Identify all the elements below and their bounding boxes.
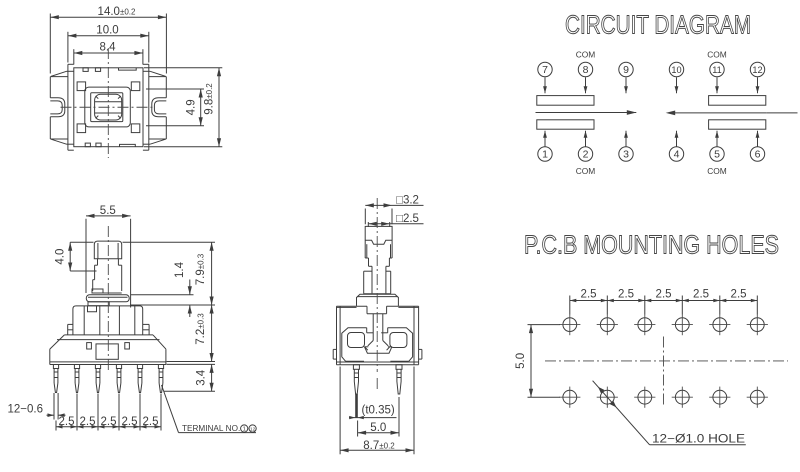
svg-text:2.5: 2.5 (693, 288, 709, 300)
svg-text:2: 2 (583, 149, 589, 161)
svg-text:7: 7 (542, 64, 548, 76)
svg-text:COM: COM (576, 166, 596, 176)
svg-text:9.8±0.2: 9.8±0.2 (204, 83, 216, 115)
svg-text:12−0.6: 12−0.6 (8, 403, 44, 415)
svg-text:P.C.B MOUNTING HOLES: P.C.B MOUNTING HOLES (524, 232, 779, 260)
svg-text:14.0±0.2: 14.0±0.2 (98, 6, 136, 18)
svg-text:1: 1 (542, 149, 548, 161)
svg-text:9: 9 (623, 64, 629, 76)
svg-text:5.0: 5.0 (370, 422, 386, 434)
svg-text:3.4: 3.4 (196, 369, 208, 386)
svg-text:8.4: 8.4 (100, 42, 117, 54)
svg-text:5: 5 (714, 149, 720, 161)
svg-text:1: 1 (243, 427, 246, 433)
svg-text:4.0: 4.0 (55, 249, 67, 265)
svg-text:7.9±0.3: 7.9±0.3 (195, 253, 207, 285)
svg-text:12−Ø1.0 HOLE: 12−Ø1.0 HOLE (652, 434, 745, 446)
svg-text:3: 3 (623, 149, 629, 161)
svg-text:7.2±0.3: 7.2±0.3 (195, 313, 207, 345)
svg-text:2.5: 2.5 (731, 288, 747, 300)
svg-text:2.5: 2.5 (101, 416, 117, 428)
svg-text:CIRCUIT DIAGRAM: CIRCUIT DIAGRAM (565, 12, 751, 40)
svg-text:1.4: 1.4 (174, 261, 186, 278)
svg-text:TERMINAL NO.: TERMINAL NO. (182, 424, 240, 433)
svg-text:2.5: 2.5 (143, 416, 159, 428)
svg-text:2.5: 2.5 (618, 288, 634, 300)
svg-text:COM: COM (576, 50, 596, 60)
svg-text:10: 10 (671, 65, 681, 75)
svg-text:12: 12 (250, 427, 256, 433)
svg-text:5.0: 5.0 (515, 353, 527, 369)
svg-text:8: 8 (583, 64, 589, 76)
svg-text:(t0.35): (t0.35) (362, 405, 395, 417)
svg-text:2.5: 2.5 (80, 416, 96, 428)
svg-text:10.0: 10.0 (96, 24, 118, 36)
svg-text:2.5: 2.5 (656, 288, 672, 300)
svg-text:4: 4 (674, 149, 680, 161)
svg-text:12: 12 (752, 65, 762, 75)
svg-text:2.5: 2.5 (581, 288, 597, 300)
svg-text:8.7±0.2: 8.7±0.2 (363, 440, 395, 452)
svg-text:2.5: 2.5 (59, 416, 75, 428)
svg-text:11: 11 (712, 65, 722, 75)
svg-text:□3.2: □3.2 (396, 195, 419, 207)
svg-text:6: 6 (755, 149, 761, 161)
svg-text:COM: COM (707, 166, 727, 176)
svg-text:COM: COM (707, 50, 727, 60)
svg-text:□2.5: □2.5 (396, 213, 419, 225)
svg-text:2.5: 2.5 (122, 416, 138, 428)
svg-text:5.5: 5.5 (100, 205, 116, 217)
svg-text:4.9: 4.9 (186, 99, 198, 115)
